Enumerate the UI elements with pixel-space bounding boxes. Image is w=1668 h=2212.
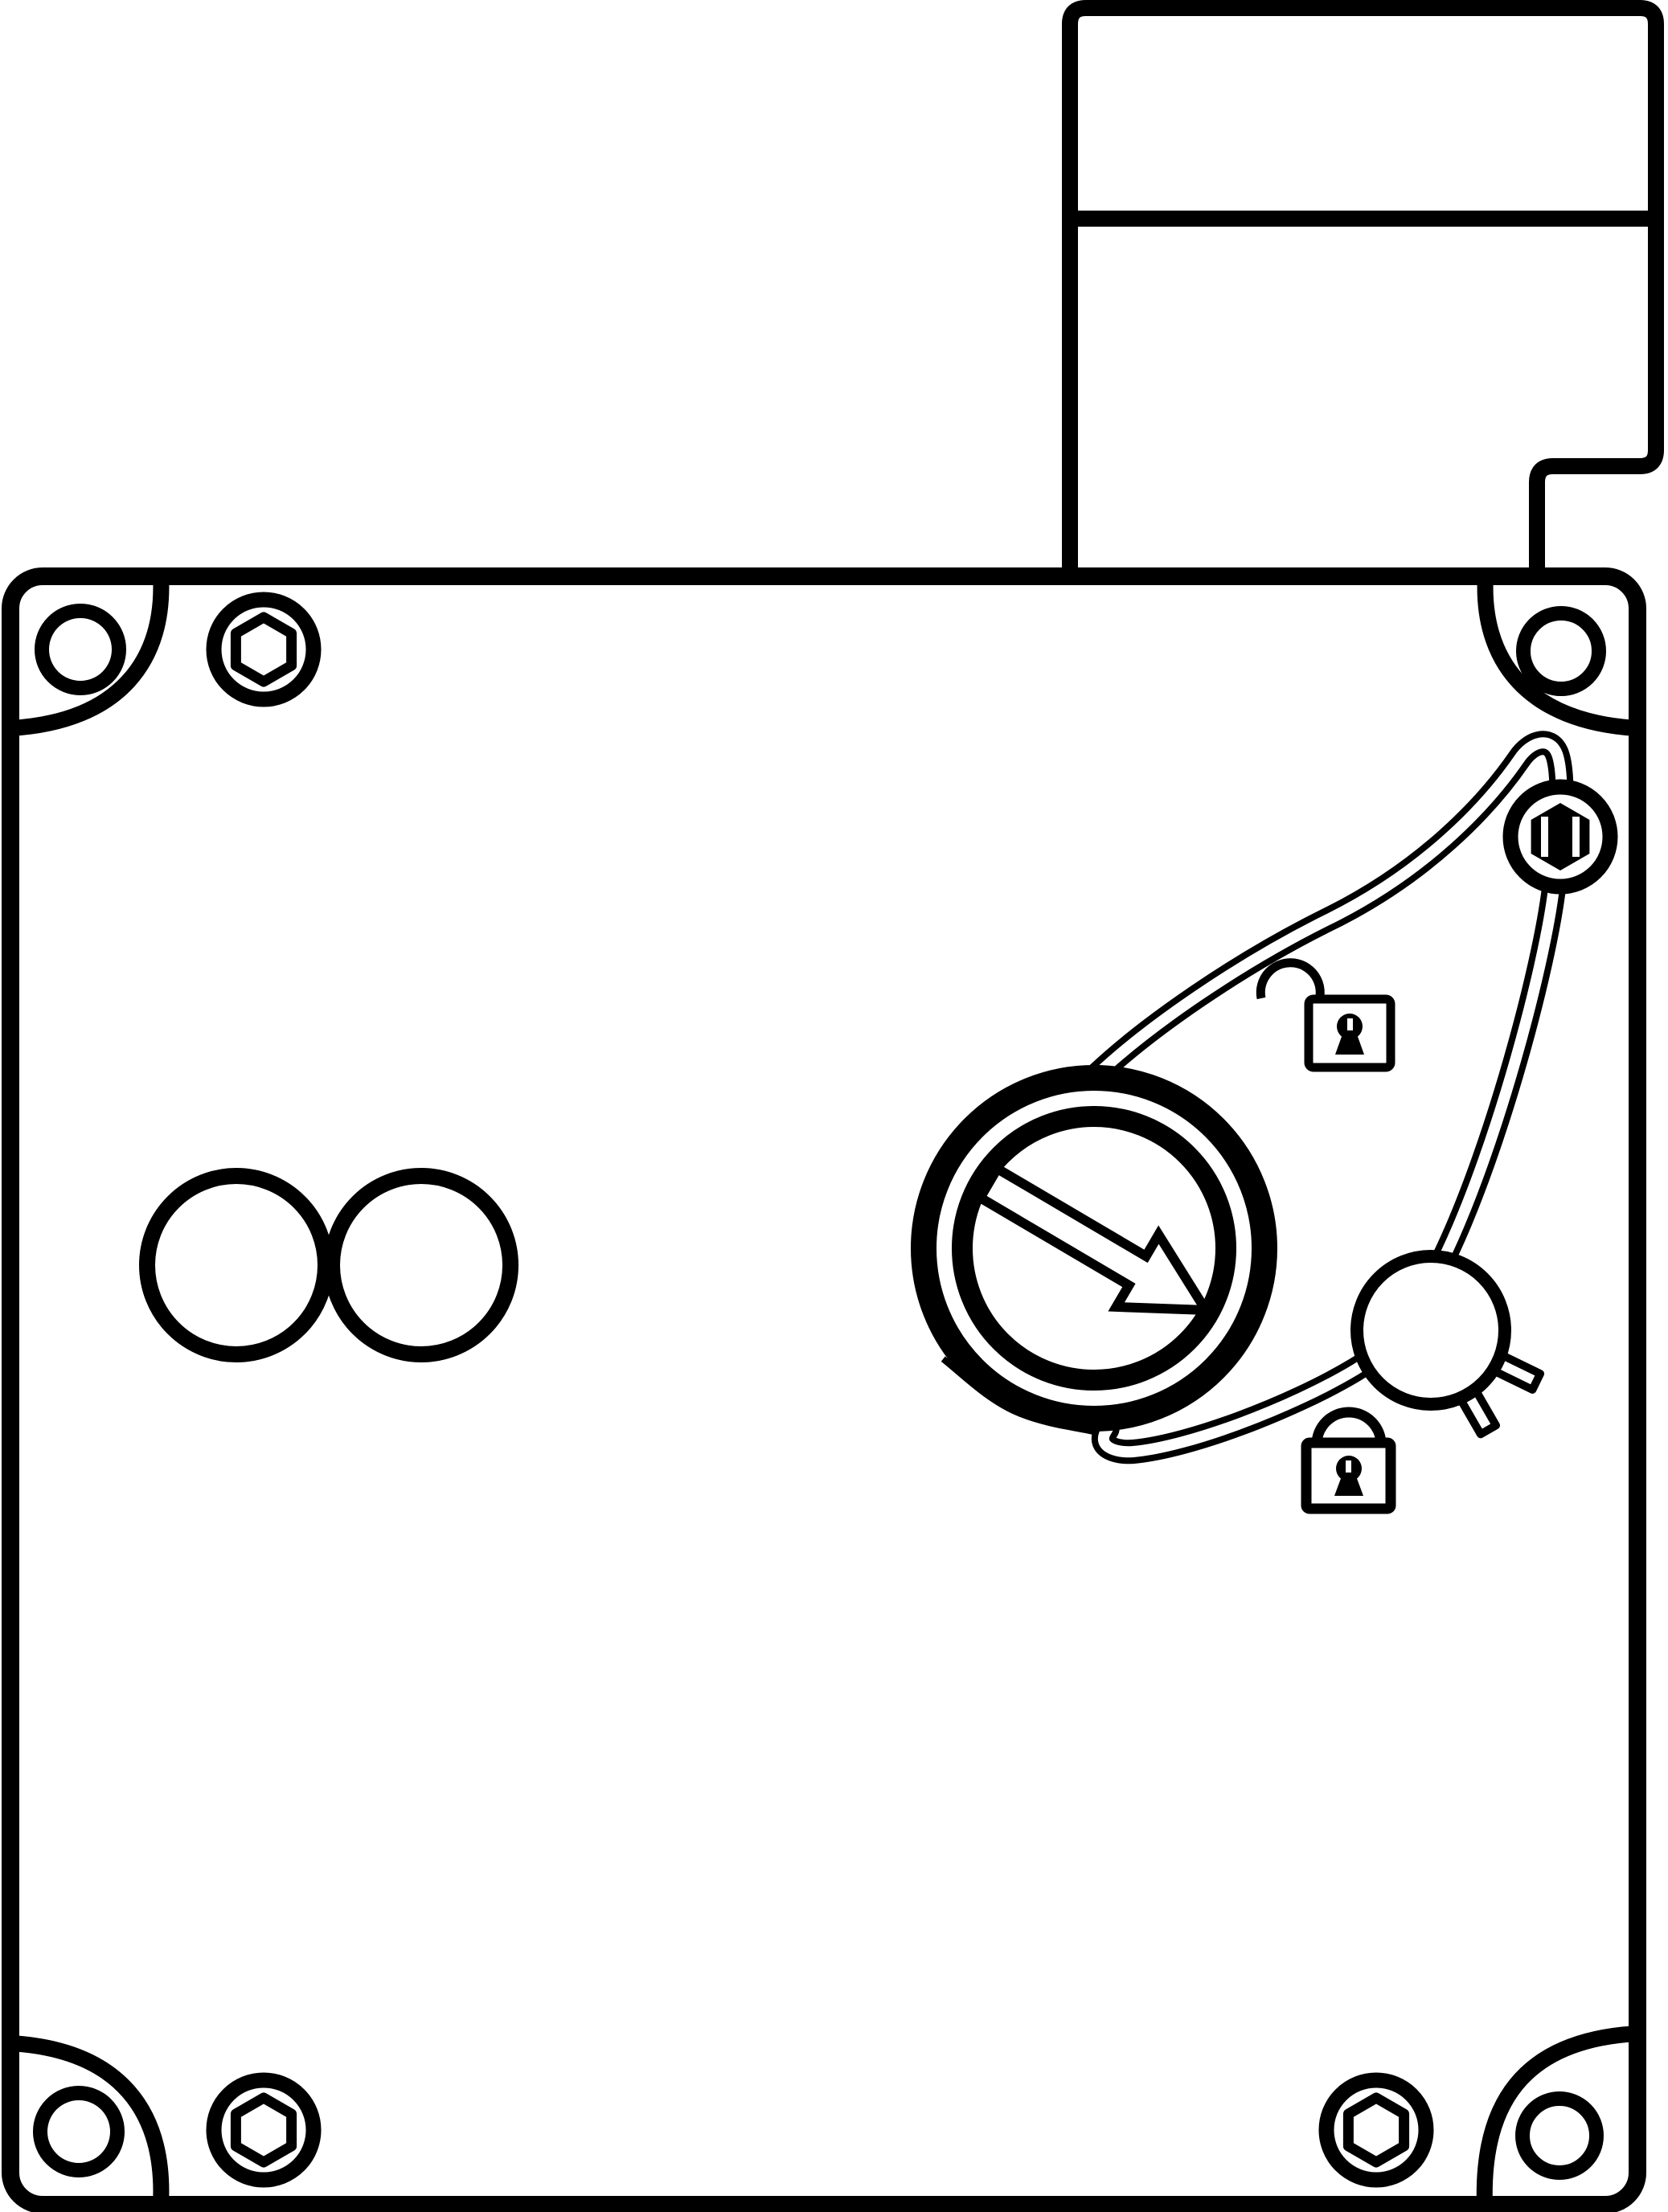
corner-pocket-bottom-right — [1476, 2026, 1638, 2206]
dial-arrow-icon — [973, 1161, 1215, 1316]
corner-pocket-bottom-left — [10, 2035, 170, 2206]
mounting-hole-top-right — [1516, 606, 1606, 696]
corner-pocket-top-left — [10, 575, 170, 736]
locked-padlock-keyhole-slit — [1346, 1460, 1351, 1473]
screw-bottom-right-hex — [1342, 2092, 1410, 2168]
unlocked-padlock-keyhole-slit — [1347, 1018, 1353, 1030]
port-hole-right — [324, 1168, 518, 1362]
unlocked-padlock-keyhole-skirt — [1335, 1032, 1364, 1055]
screw-top-right-hex-slit-left — [1541, 817, 1548, 857]
locked-padlock-shackle — [1311, 1407, 1387, 1445]
screw-bottom-left-hex — [230, 2092, 297, 2168]
locked-padlock-keyhole-skirt — [1334, 1474, 1363, 1496]
dial-inner-ring — [952, 1106, 1236, 1391]
screw-top-right-hex-slit-right — [1572, 817, 1580, 857]
terminal-box-outline — [1062, 0, 1664, 590]
corner-pocket-top-right — [1477, 575, 1638, 736]
mounting-hole-top-left — [35, 604, 126, 695]
release-knob — [1350, 1250, 1511, 1411]
unlocked-padlock-shackle — [1256, 958, 1325, 1009]
screw-top-left-hex — [230, 612, 297, 687]
mounting-hole-bottom-right — [1515, 2091, 1604, 2180]
mounting-hole-bottom-left — [33, 2086, 125, 2177]
